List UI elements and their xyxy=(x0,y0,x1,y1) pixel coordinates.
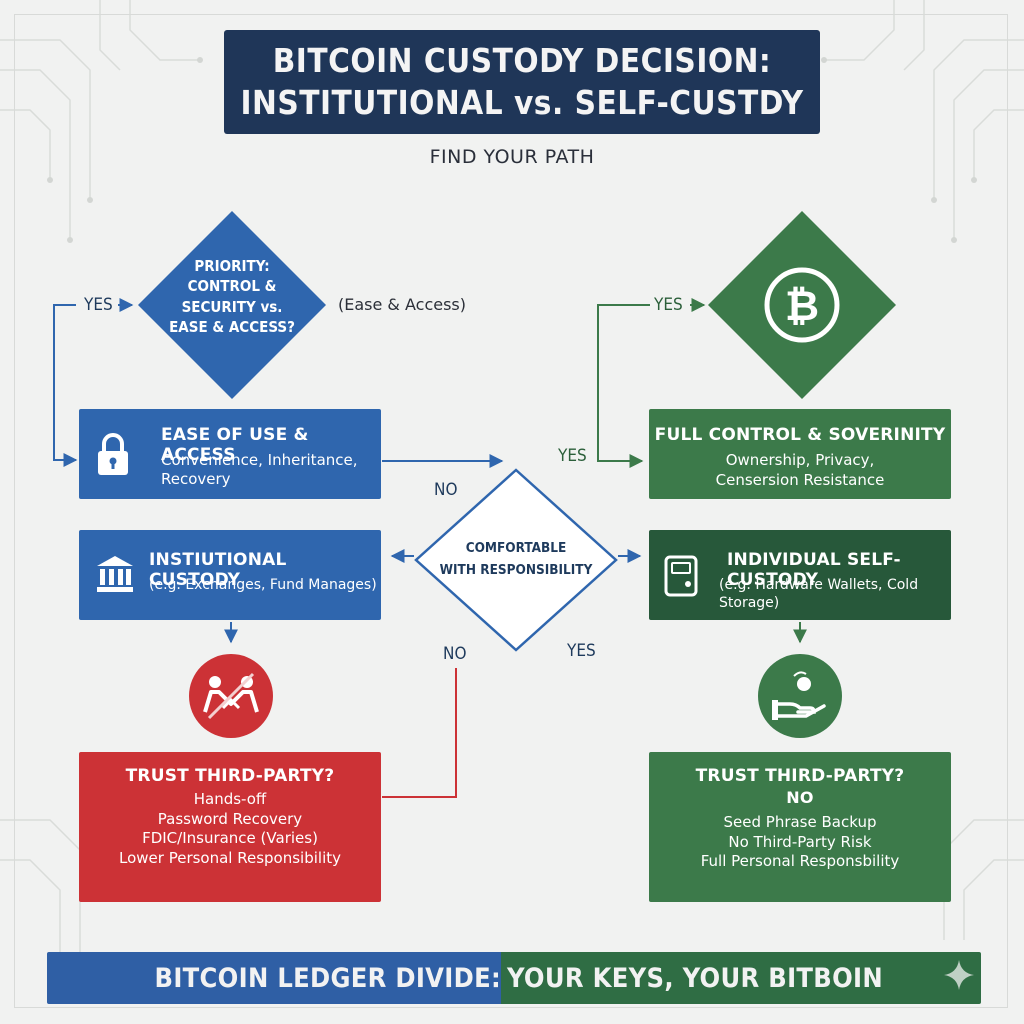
banner-right: YOUR KEYS, YOUR BITBOIN xyxy=(501,952,981,1004)
ease-of-use-box: EASE OF USE & ACCESS Convenience, Inheri… xyxy=(79,409,381,499)
institutional-custody-box: INSTIUTIONAL CUSTODY (e.g. Exchanges, Fu… xyxy=(79,530,381,620)
self-custody-box: INDIVIDUAL SELF-CUSTODY (e.g. Hardware W… xyxy=(649,530,951,620)
lock-icon xyxy=(98,433,128,475)
yes-label-right-mid: YES xyxy=(558,446,587,466)
banner-left: BITCOIN LEDGER DIVIDE: xyxy=(47,952,501,1004)
trust-right-line-1: Seed Phrase Backup xyxy=(723,813,877,831)
trust-left-line-3: FDIC/Insurance (Varies) xyxy=(142,829,318,847)
bottom-banner: BITCOIN LEDGER DIVIDE: YOUR KEYS, YOUR B… xyxy=(47,952,981,1004)
priority-line-1: PRIORITY: xyxy=(194,257,270,275)
trust-third-party-left-box: TRUST THIRD-PARTY? Hands-off Password Re… xyxy=(79,752,381,902)
trust-right-line-2: No Third-Party Risk xyxy=(728,832,872,851)
self-box-title: INDIVIDUAL SELF-CUSTODY xyxy=(727,550,901,590)
responsibility-line-2: WITH RESPONSIBILITY xyxy=(439,561,593,578)
responsibility-diamond xyxy=(414,468,618,652)
institutional-box-title: INSTIUTIONAL CUSTODY xyxy=(149,550,287,590)
yes-label-left-top: YES xyxy=(84,295,113,315)
ease-box-title: EASE OF USE & ACCESS xyxy=(161,425,309,465)
ease-box-line-2: Recovery xyxy=(161,470,231,488)
trust-right-answer: NO xyxy=(786,788,814,807)
connector-right-yes-loop xyxy=(597,304,650,468)
no-label-mid: NO xyxy=(434,480,458,500)
trust-left-line-1: Hands-off xyxy=(193,790,267,808)
handshake-icon xyxy=(203,672,259,720)
title-line-2: INSTITUTIONAL vs. SELF-CUSTDY xyxy=(240,83,804,122)
control-box-line-2: Censersion Resistance xyxy=(715,470,885,489)
hand-coin-circle xyxy=(758,654,842,738)
priority-line-2: CONTROL & xyxy=(187,277,277,296)
responsibility-diamond-text: COMFORTABLE WITH RESPONSIBILITY xyxy=(432,538,600,581)
responsibility-line-1: COMFORTABLE xyxy=(465,540,567,556)
trust-left-line-2: Password Recovery xyxy=(157,809,303,828)
no-label-lower: NO xyxy=(443,644,467,664)
trust-left-line-4: Lower Personal Responsibility xyxy=(119,848,341,867)
self-box-line-1: (e.g. Hardware Wallets, Cold Storage) xyxy=(719,577,919,612)
handshake-circle xyxy=(189,654,273,738)
title-box: BITCOIN CUSTODY DECISION: INSTITUTIONAL … xyxy=(224,30,820,134)
priority-diamond xyxy=(138,211,326,399)
connector-no-red xyxy=(382,668,457,798)
priority-diamond-text: PRIORITY: CONTROL & SECURITY vs. EASE & … xyxy=(160,256,304,337)
yes-label-lower: YES xyxy=(567,641,596,661)
connector-left-yes-loop xyxy=(53,304,78,467)
wallet-icon xyxy=(664,555,698,597)
full-control-box: FULL CONTROL & SOVERINITY Ownership, Pri… xyxy=(649,409,951,499)
yes-label-right-top: YES xyxy=(654,295,683,315)
banner-right-text: YOUR KEYS, YOUR BITBOIN xyxy=(507,962,884,994)
sparkle-icon xyxy=(944,960,974,990)
ease-access-side-label: (Ease & Access) xyxy=(338,295,466,314)
title-line-1: BITCOIN CUSTODY DECISION: xyxy=(272,40,772,80)
bitcoin-icon: ₿ xyxy=(764,267,840,343)
subtitle: FIND YOUR PATH xyxy=(429,146,595,168)
trust-right-title: TRUST THIRD-PARTY? xyxy=(695,766,905,786)
priority-line-3: SECURITY vs. xyxy=(181,297,283,316)
priority-line-4: EASE & ACCESS? xyxy=(169,317,295,336)
trust-third-party-right-box: TRUST THIRD-PARTY? NO Seed Phrase Backup… xyxy=(649,752,951,902)
trust-right-line-3: Full Personal Responsbility xyxy=(700,852,900,870)
hand-coin-icon xyxy=(772,671,826,720)
bitcoin-diamond xyxy=(708,211,896,399)
banner-left-text: BITCOIN LEDGER DIVIDE: xyxy=(154,962,501,994)
trust-left-title: TRUST THIRD-PARTY? xyxy=(125,766,335,786)
ease-box-line-1: Convenience, Inheritance, xyxy=(161,451,358,469)
control-box-title: FULL CONTROL & SOVERINITY xyxy=(654,425,946,445)
bank-icon xyxy=(97,556,133,592)
institutional-box-line-1: (e.g. Exchanges, Fund Manages) xyxy=(149,577,377,593)
svg-text:₿: ₿ xyxy=(785,281,819,330)
control-box-line-1: Ownership, Privacy, xyxy=(725,451,875,469)
